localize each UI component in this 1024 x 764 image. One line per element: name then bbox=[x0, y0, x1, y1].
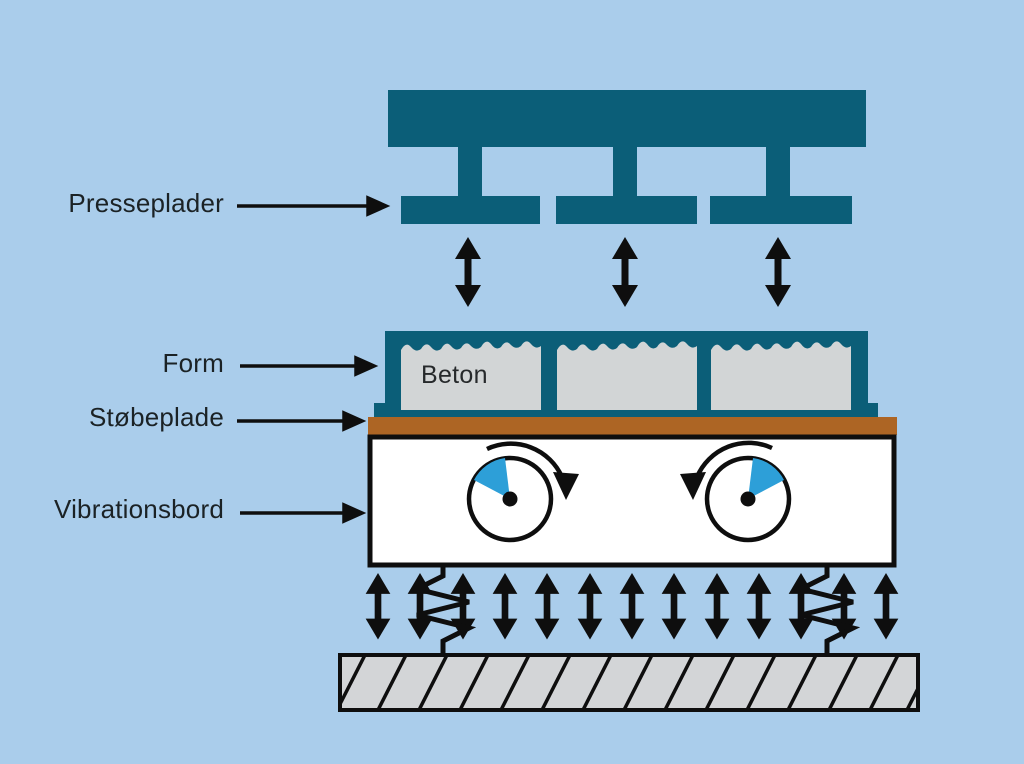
label-arrows bbox=[237, 195, 391, 524]
eccentric-wheel-left bbox=[466, 441, 579, 543]
eccentric-wheel-right bbox=[680, 440, 792, 543]
label-form: Form bbox=[162, 348, 224, 378]
rotation-arrow-icon bbox=[486, 441, 565, 478]
label-arrow-icon bbox=[240, 355, 379, 377]
ground-hatching bbox=[342, 657, 916, 708]
updown-arrow-icon bbox=[455, 237, 481, 307]
vibration-arrow-icon bbox=[661, 573, 687, 640]
label-arrow-icon bbox=[237, 410, 367, 432]
press-beam bbox=[388, 90, 866, 147]
label-presseplader: Presseplader bbox=[68, 188, 224, 218]
vibration-table bbox=[367, 434, 897, 568]
label-beton: Beton bbox=[421, 361, 488, 389]
rotation-arrowhead-icon bbox=[680, 472, 706, 500]
label-arrow-icon bbox=[240, 502, 367, 524]
spring-icon bbox=[793, 567, 861, 656]
springs bbox=[409, 567, 861, 656]
concrete-fill bbox=[401, 341, 851, 410]
rotation-arrow-icon bbox=[694, 440, 773, 478]
press-plate bbox=[710, 196, 852, 224]
vibration-arrow-icon bbox=[873, 573, 899, 640]
rotation-arrowhead-icon bbox=[553, 472, 579, 500]
spring-icon bbox=[409, 567, 477, 656]
mold-graphic bbox=[374, 331, 878, 417]
label-vibrationsbord: Vibrationsbord bbox=[54, 494, 224, 524]
vibration-arrow-icon bbox=[534, 573, 560, 640]
vibration-arrow-icon bbox=[746, 573, 772, 640]
vibration-arrow-icon bbox=[577, 573, 603, 640]
wheel-axle-dot bbox=[740, 491, 756, 507]
concrete-compartment bbox=[711, 341, 851, 410]
updown-arrow-icon bbox=[612, 237, 638, 307]
press-plate bbox=[556, 196, 697, 224]
eccentric-wedge bbox=[748, 458, 784, 499]
ground-graphic bbox=[338, 653, 920, 712]
label-stoebeplade: Støbeplade bbox=[89, 402, 224, 432]
vibration-arrow-icon bbox=[704, 573, 730, 640]
vibration-arrow-icon bbox=[492, 573, 518, 640]
updown-arrow-icon bbox=[765, 237, 791, 307]
press-plates-graphic bbox=[388, 90, 866, 224]
press-motion-arrows bbox=[455, 237, 791, 307]
press-stem bbox=[458, 145, 482, 198]
concrete-compartment bbox=[557, 341, 697, 410]
mold-foot bbox=[850, 403, 878, 417]
concrete-compartment bbox=[401, 341, 541, 410]
ground-bar bbox=[338, 653, 920, 712]
vibration-arrow-icon bbox=[365, 573, 391, 640]
vibration-arrow-icon bbox=[619, 573, 645, 640]
press-stem bbox=[766, 145, 790, 198]
press-stem bbox=[613, 145, 637, 198]
casting-plate bbox=[368, 417, 897, 435]
label-arrow-icon bbox=[237, 195, 391, 217]
wheel-axle-dot bbox=[502, 491, 518, 507]
mold-foot bbox=[374, 403, 402, 417]
eccentric-wedge bbox=[474, 458, 510, 499]
press-plate bbox=[401, 196, 540, 224]
